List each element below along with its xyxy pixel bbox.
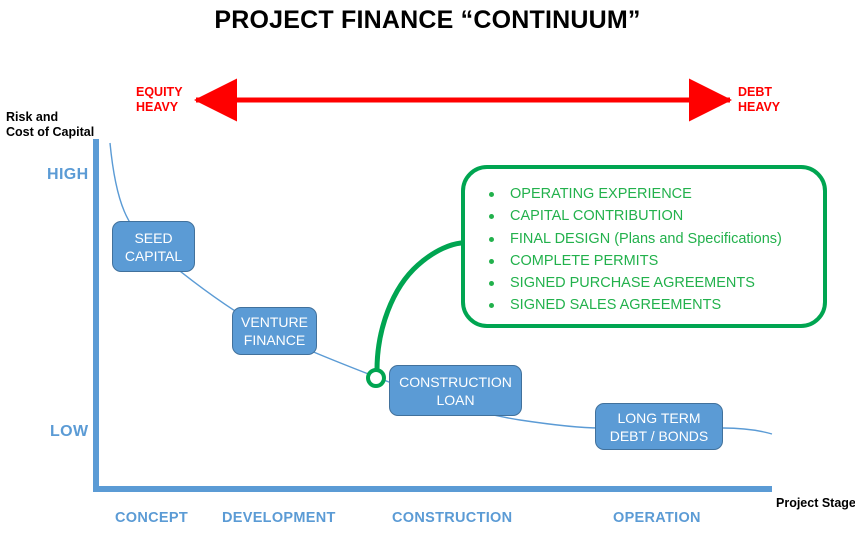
stage-label-development: DEVELOPMENT [222, 510, 336, 526]
stage-box-seed-capital-line2: CAPITAL [124, 247, 183, 264]
stage-box-long-term-debt-bonds[interactable]: LONG TERM DEBT / BONDS [595, 403, 723, 450]
y-axis-tick-low: LOW [50, 423, 89, 440]
list-item: SIGNED SALES AGREEMENTS [479, 294, 782, 316]
stage-box-venture-finance-line1: VENTURE [241, 314, 308, 330]
stage-box-seed-capital-line1: SEED [134, 229, 173, 246]
list-item: COMPLETE PERMITS [479, 250, 782, 272]
equity-heavy-label-line1: EQUITY [136, 85, 183, 99]
requirements-callout: OPERATING EXPERIENCE CAPITAL CONTRIBUTIO… [461, 165, 827, 328]
page-title: PROJECT FINANCE “CONTINUUM” [214, 6, 641, 34]
y-axis-title: Risk and Cost of Capital [6, 110, 94, 140]
y-axis-tick-high: HIGH [47, 166, 89, 183]
stage-box-venture-finance-line2: FINANCE [243, 332, 306, 348]
debt-heavy-label-line2: HEAVY [738, 100, 781, 114]
stage-box-long-term-debt-bonds-line2: DEBT / BONDS [609, 427, 709, 444]
construction-loan-marker-icon [366, 368, 386, 388]
list-item: FINAL DESIGN (Plans and Specifications) [479, 228, 782, 250]
stage-box-long-term-debt-bonds-line1: LONG TERM [617, 409, 701, 426]
stage-label-construction: CONSTRUCTION [392, 510, 513, 526]
equity-heavy-label: EQUITY HEAVY [136, 85, 183, 115]
stage-label-concept: CONCEPT [115, 510, 188, 526]
stage-box-construction-loan-line2: LOAN [436, 391, 475, 408]
debt-heavy-label: DEBT HEAVY [738, 85, 780, 115]
y-axis-title-line1: Risk and [6, 110, 59, 124]
list-item: CAPITAL CONTRIBUTION [479, 205, 782, 227]
stage-box-construction-loan-line1: CONSTRUCTION [399, 373, 512, 390]
stage-label-operation: OPERATION [613, 510, 701, 526]
x-axis-title: Project Stage [776, 496, 855, 510]
callout-connector-line [374, 240, 464, 373]
equity-heavy-label-line2: HEAVY [136, 100, 179, 114]
debt-heavy-label-line1: DEBT [738, 85, 773, 99]
y-axis-title-line2: Cost of Capital [6, 125, 95, 139]
stage-box-venture-finance[interactable]: VENTURE FINANCE [232, 307, 317, 355]
stage-box-construction-loan[interactable]: CONSTRUCTION LOAN [389, 365, 522, 416]
stage-box-seed-capital[interactable]: SEED CAPITAL [112, 221, 195, 272]
requirements-list: OPERATING EXPERIENCE CAPITAL CONTRIBUTIO… [479, 183, 782, 317]
list-item: SIGNED PURCHASE AGREEMENTS [479, 272, 782, 294]
list-item: OPERATING EXPERIENCE [479, 183, 782, 205]
